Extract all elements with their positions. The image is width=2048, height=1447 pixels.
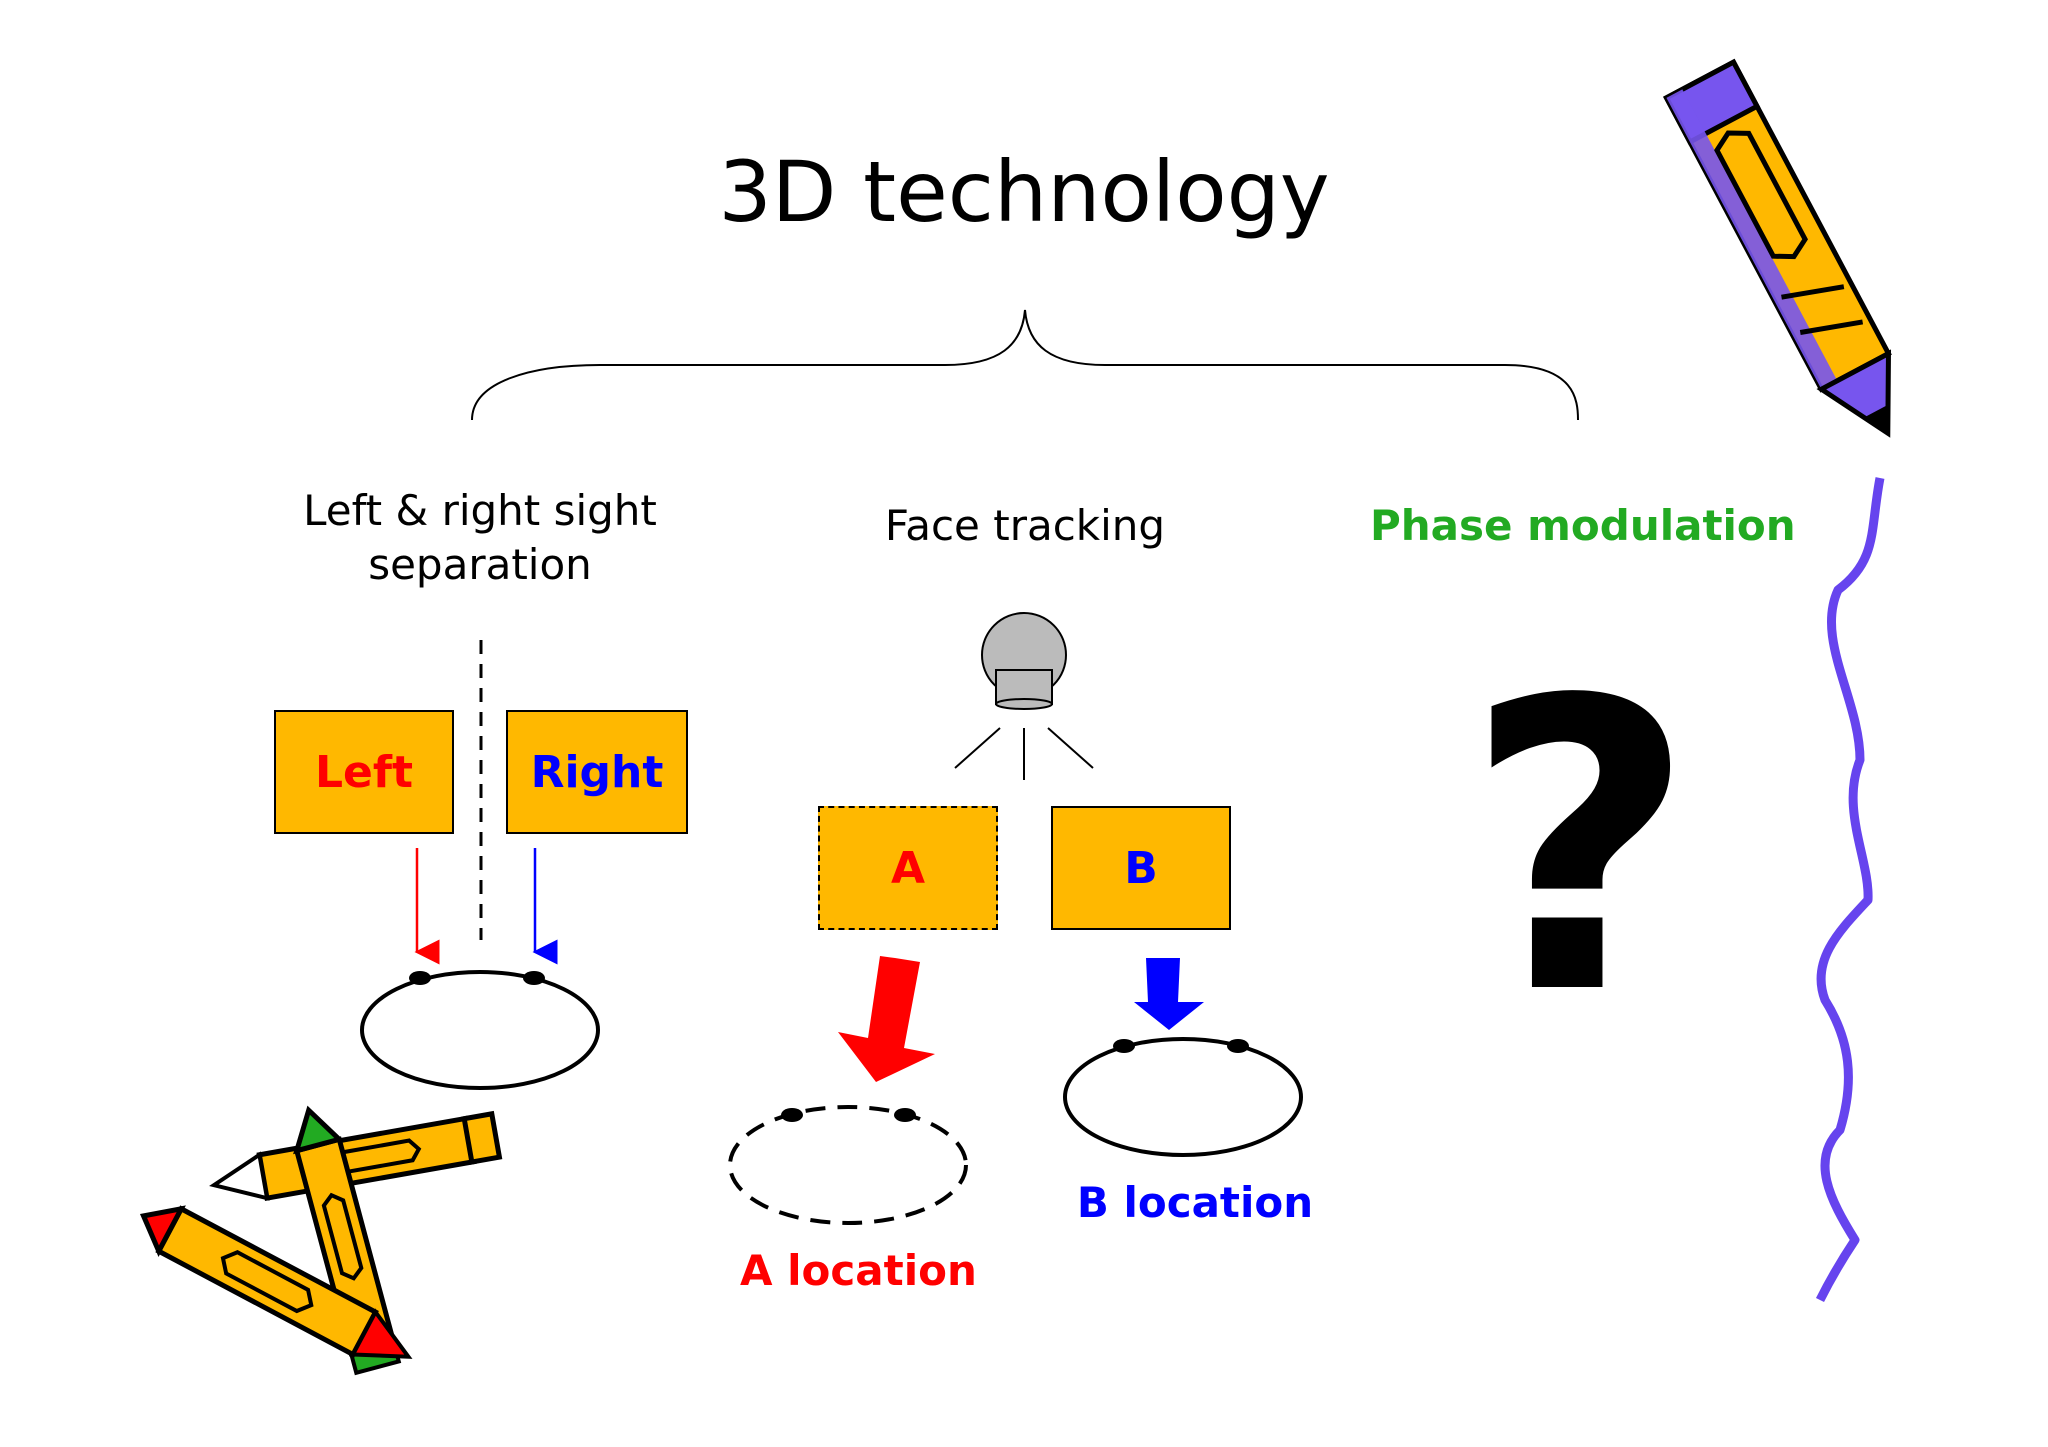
left-image-box: Left	[274, 710, 454, 834]
b-location-label: B location	[1075, 1182, 1315, 1224]
b-box-label: B	[1124, 843, 1158, 894]
pencil-icon	[1666, 62, 1921, 451]
left-box-label: Left	[315, 747, 413, 798]
b-location-ellipse	[1065, 1039, 1301, 1155]
right-box-label: Right	[531, 747, 664, 798]
a-eye-right-dot	[894, 1108, 916, 1122]
a-location-ellipse	[730, 1107, 966, 1223]
camera-ray-right	[1048, 728, 1093, 768]
b-image-box: B	[1051, 806, 1231, 930]
a-arrow	[838, 956, 935, 1082]
crossed-pencils-icon	[132, 1105, 499, 1378]
a-eye-left-dot	[781, 1108, 803, 1122]
eye-right-dot	[523, 971, 545, 985]
camera-icon	[982, 613, 1066, 709]
eye-left-dot	[409, 971, 431, 985]
viewer-ellipse-separation	[362, 972, 598, 1088]
right-image-box: Right	[506, 710, 688, 834]
curly-brace	[472, 310, 1578, 420]
b-eye-left-dot	[1113, 1039, 1135, 1053]
wavy-border-line	[1820, 478, 1880, 1300]
a-box-label: A	[891, 843, 925, 894]
phase-modulation-label: Phase modulation	[1370, 505, 1770, 547]
a-location-label: A location	[740, 1250, 960, 1292]
separation-label-line2: separation	[280, 544, 680, 586]
b-arrow	[1134, 958, 1204, 1030]
question-mark-symbol: ?	[1460, 650, 1700, 1050]
b-eye-right-dot	[1227, 1039, 1249, 1053]
a-image-box: A	[818, 806, 998, 930]
face-tracking-label: Face tracking	[830, 505, 1220, 547]
camera-ray-left	[955, 728, 1000, 768]
separation-label-line1: Left & right sight	[280, 490, 680, 532]
